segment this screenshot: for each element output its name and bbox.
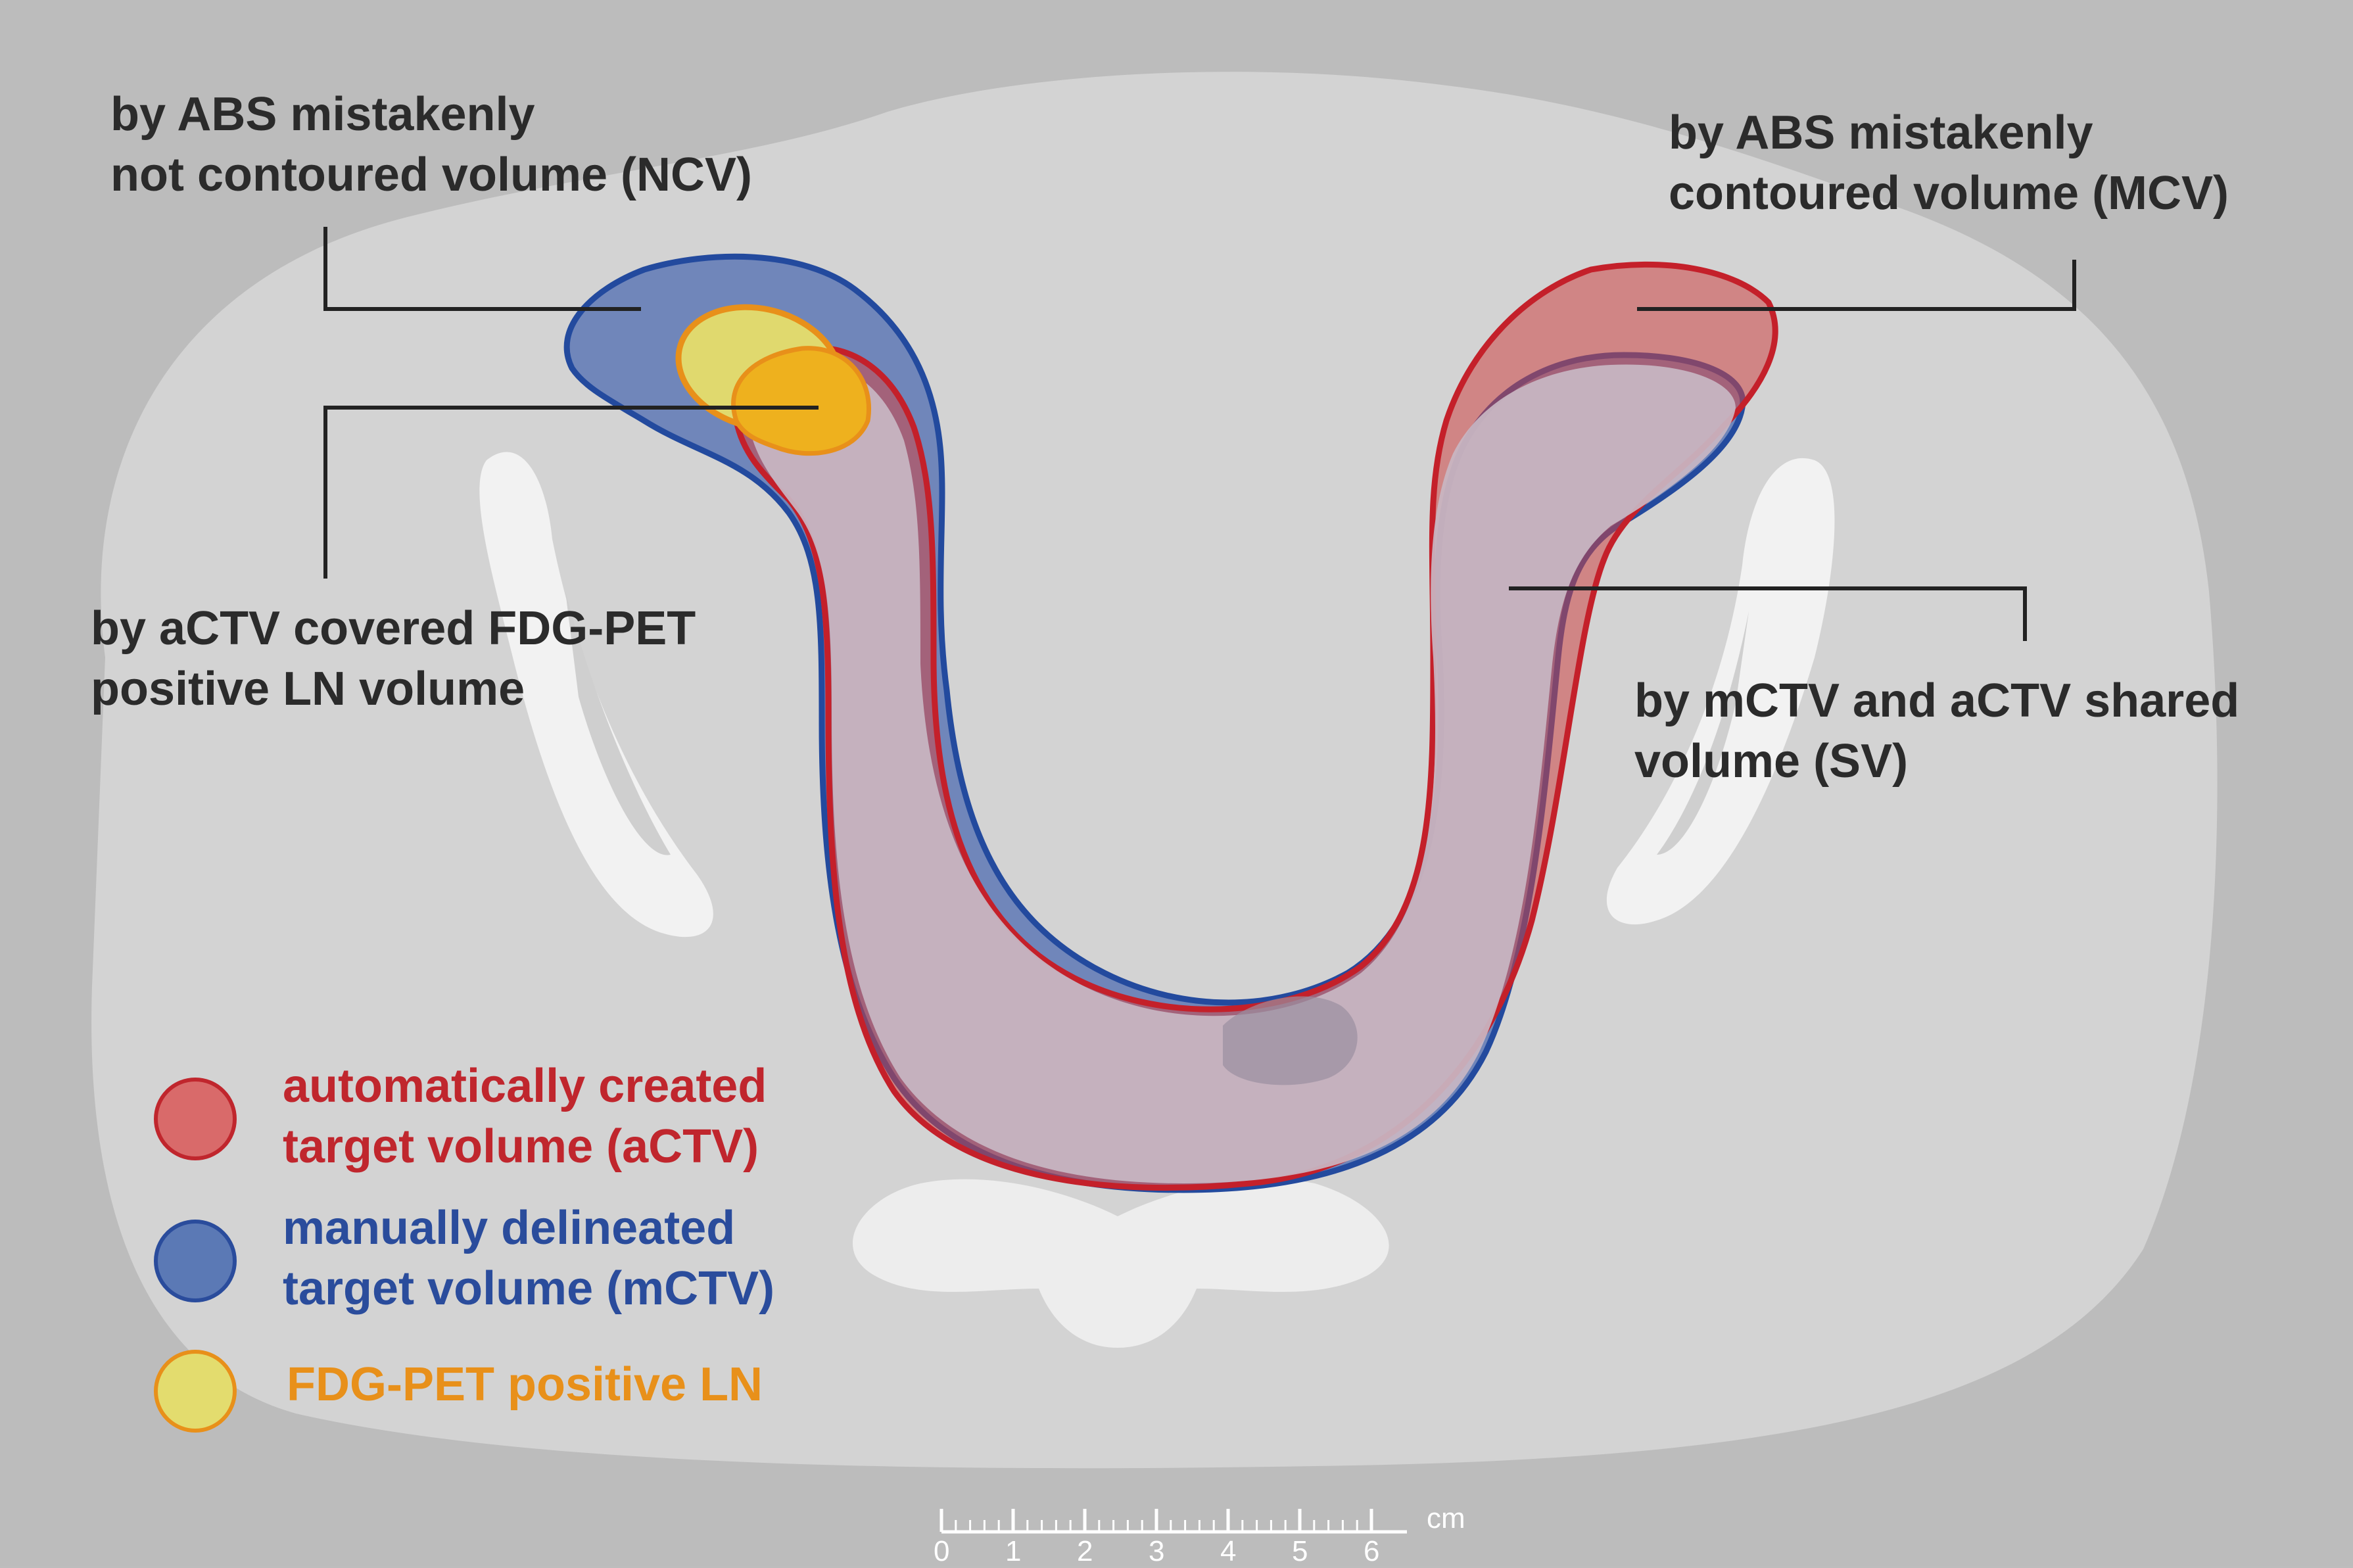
ncv-label-line2: not contoured volume (NCV)	[110, 149, 752, 201]
scale-tick-5: 5	[1292, 1535, 1308, 1567]
shared-volume	[748, 364, 1736, 1183]
ncv-label: by ABS mistakenly not contoured volume (…	[110, 84, 752, 205]
mcv-label-line1: by ABS mistakenly	[1669, 107, 2093, 159]
ln-covered	[731, 346, 871, 456]
legend-swatch-actv	[154, 1078, 237, 1160]
legend-ln-label: FDG-PET positive LN	[287, 1354, 763, 1415]
legend-actv-label: automatically created target volume (aCT…	[283, 1056, 767, 1177]
legend-swatch-ln	[154, 1350, 237, 1433]
right-bone	[1606, 458, 1835, 925]
scale-tick-4: 4	[1220, 1535, 1237, 1567]
ncv-label-line1: by ABS mistakenly	[110, 88, 535, 141]
mcv-label: by ABS mistakenly contoured volume (MCV)	[1669, 103, 2229, 224]
legend-actv-line1: automatically created	[283, 1060, 767, 1112]
ln-label-line1: by aCTV covered FDG-PET	[91, 602, 696, 655]
legend-mctv-line1: manually delineated	[283, 1202, 736, 1254]
sv-label-line2: volume (SV)	[1634, 735, 1909, 788]
mcv-label-line2: contoured volume (MCV)	[1669, 167, 2229, 220]
ln-leader	[323, 406, 819, 579]
sv-label: by mCTV and aCTV shared volume (SV)	[1634, 671, 2239, 792]
scale-tick-6: 6	[1364, 1535, 1380, 1567]
ln-label-line2: positive LN volume	[91, 663, 525, 715]
scale-tick-3: 3	[1149, 1535, 1165, 1567]
sacrum	[853, 1179, 1389, 1348]
sv-label-line1: by mCTV and aCTV shared	[1634, 675, 2240, 727]
legend-actv-line2: target volume (aCTV)	[283, 1120, 759, 1173]
scale-tick-0: 0	[934, 1535, 950, 1567]
legend-swatch-mctv	[154, 1220, 237, 1302]
legend-mctv-label: manually delineated target volume (mCTV)	[283, 1198, 774, 1319]
mcv-leader	[1637, 260, 2076, 311]
ln-label: by aCTV covered FDG-PET positive LN volu…	[91, 598, 696, 719]
tissue-spot	[1223, 996, 1358, 1085]
sv-leader	[1509, 586, 2027, 641]
scale-unit: cm	[1427, 1502, 1465, 1534]
legend-ln-line1: FDG-PET positive LN	[287, 1358, 763, 1411]
ncv-leader	[323, 227, 641, 311]
scale-tick-2: 2	[1077, 1535, 1093, 1567]
scale-tick-1: 1	[1005, 1535, 1022, 1567]
legend-mctv-line2: target volume (mCTV)	[283, 1262, 775, 1315]
